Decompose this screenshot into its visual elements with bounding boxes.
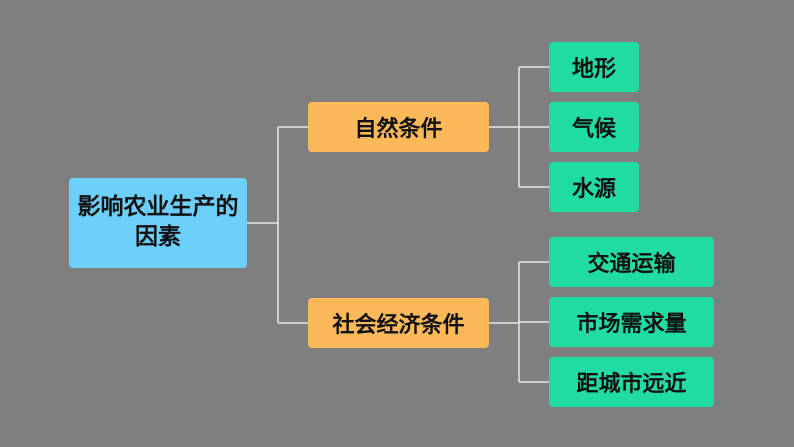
- leaf-distance-to-city: 距城市远近: [549, 357, 714, 407]
- root-node: 影响农业生产的因素: [69, 178, 247, 268]
- branch-socioeconomic-conditions: 社会经济条件: [308, 298, 489, 348]
- leaf-label: 水源: [571, 177, 616, 202]
- leaf-label: 市场需求量: [576, 312, 687, 337]
- branch-natural-conditions: 自然条件: [308, 102, 489, 152]
- branch-label: 自然条件: [354, 117, 443, 142]
- branch-label: 社会经济条件: [332, 313, 465, 338]
- leaf-label: 地形: [571, 57, 616, 82]
- leaf-label: 交通运输: [587, 252, 676, 277]
- leaf-label: 气候: [571, 117, 616, 142]
- leaf-climate: 气候: [549, 102, 639, 152]
- leaf-label: 距城市远近: [576, 372, 687, 397]
- leaf-water-source: 水源: [549, 162, 639, 212]
- leaf-terrain: 地形: [549, 42, 639, 92]
- leaf-market-demand: 市场需求量: [549, 297, 714, 347]
- root-node-label: 影响农业生产的因素: [77, 194, 239, 250]
- leaf-transportation: 交通运输: [549, 237, 714, 287]
